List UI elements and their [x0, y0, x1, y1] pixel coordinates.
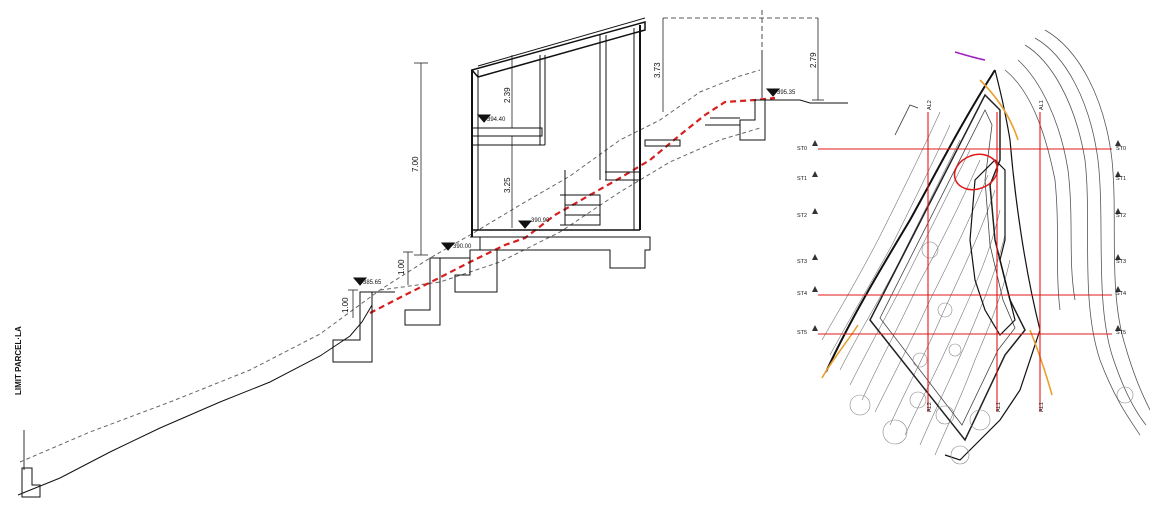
upper-floor-slab [471, 127, 543, 137]
st5-left: ST5 [797, 330, 807, 336]
section-cut-lines [818, 112, 1112, 412]
site-plan [812, 29, 1150, 465]
upper-ground-line [765, 99, 848, 104]
plot-boundary-right [944, 69, 1041, 461]
st1-right: ST1 [1116, 176, 1126, 182]
boundary-footing [21, 467, 41, 498]
upper-terrace [705, 117, 740, 126]
site-section [17, 10, 848, 498]
st4-right: ST4 [1116, 291, 1126, 297]
st3-right: ST3 [1116, 259, 1126, 265]
level-39440: 394.40 [487, 117, 506, 123]
trees [849, 241, 1134, 465]
al1-bottom-label: AL1 [1039, 402, 1045, 412]
st2-right: ST2 [1116, 213, 1126, 219]
level-39090: 390.90 [531, 218, 550, 224]
st4-left: ST4 [797, 291, 807, 297]
plan-text: ST0 ST1 ST2 ST3 ST4 ST5 ST0 ST1 ST2 ST3 … [797, 100, 1126, 412]
al1-middle-label: AL1 [996, 402, 1002, 412]
terrain-dashed-line [19, 69, 761, 463]
dim-100-upper: 1.00 [397, 259, 406, 275]
dim-279: 2.79 [809, 52, 818, 68]
section-arrows [812, 140, 1121, 331]
al1-top-label: AL1 [1039, 100, 1045, 110]
plot-boundary [825, 69, 996, 373]
al2-bottom-label: AL2 [927, 402, 933, 412]
dim-239: 2.39 [503, 87, 512, 103]
st3-left: ST3 [797, 259, 807, 265]
limit-parcel-label: LIMIT PARCEL·LA [14, 326, 23, 395]
st0-right: ST0 [1116, 146, 1126, 152]
house-outline [969, 159, 1016, 336]
balcony [644, 139, 681, 147]
retaining-wall-1 [332, 291, 373, 363]
dim-700: 7.00 [411, 156, 420, 172]
dim-325: 3.25 [503, 177, 512, 193]
house-roof [470, 21, 646, 78]
house-foundation [470, 236, 651, 269]
al2-bracket [894, 104, 919, 136]
st2-left: ST2 [797, 213, 807, 219]
purple-accent [954, 51, 986, 61]
stair-rail [564, 170, 641, 225]
building-footprint [869, 93, 1026, 442]
dim-100-lower: 1.00 [341, 297, 350, 313]
retaining-wall-3 [454, 249, 498, 293]
st5-right: ST5 [1116, 330, 1126, 336]
road-curves [1004, 29, 1150, 436]
level-39535: 395.35 [777, 90, 796, 96]
al2-top-label: AL2 [927, 100, 933, 110]
existing-terrain-line [17, 304, 373, 496]
section-text: LIMIT PARCEL·LA 1.00 1.00 7.00 2.39 3.25… [14, 52, 818, 395]
level-38565: 385.65 [363, 280, 382, 286]
orange-accent-right [979, 79, 1053, 396]
terrain-dashed-line-lower [379, 127, 761, 291]
orange-accent-left [821, 324, 859, 379]
dimension-lines [348, 10, 824, 318]
st1-left: ST1 [797, 176, 807, 182]
level-39000: 390.00 [453, 244, 472, 250]
st0-left: ST0 [797, 146, 807, 152]
retaining-wall-4 [739, 99, 766, 141]
dim-373: 3.73 [653, 62, 662, 78]
roof-line [477, 17, 646, 67]
interior-stair [560, 194, 601, 226]
level-markers [352, 88, 781, 286]
